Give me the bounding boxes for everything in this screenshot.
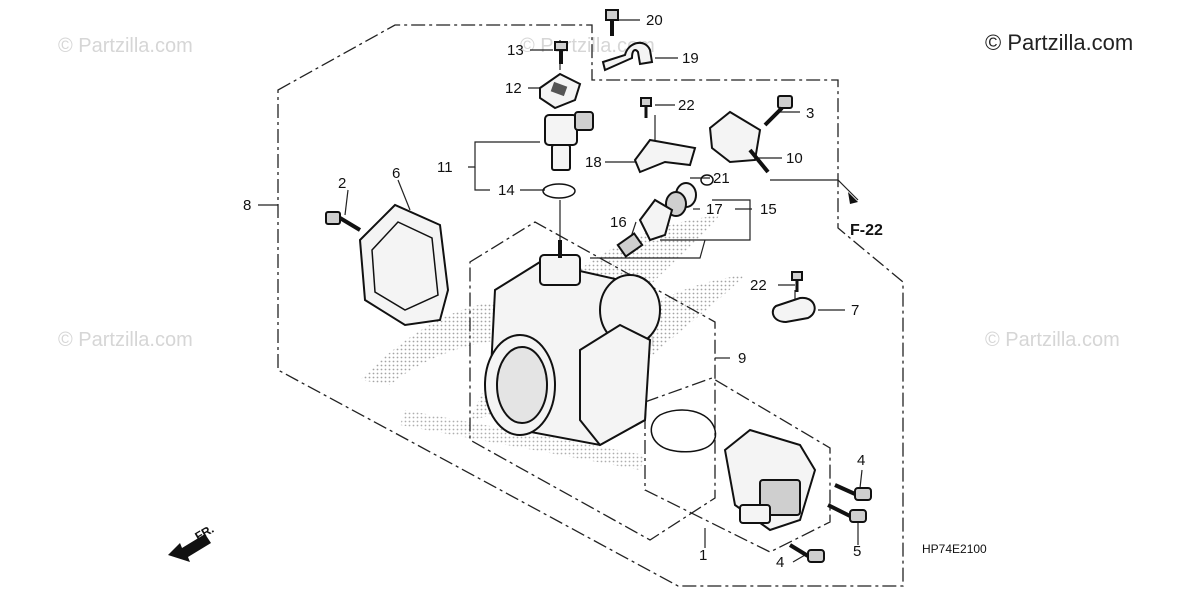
callout-18: 18 [585,154,602,171]
throttle-body [484,240,661,447]
callout-14: 14 [498,182,515,199]
callout-15: 15 [760,201,777,218]
reference-arrow-icon [848,192,858,204]
bolt-5 [827,503,867,523]
callout-2: 2 [338,175,346,192]
injector-16 [616,198,674,258]
bolt-3 [763,95,793,127]
plate-7 [771,296,816,324]
clamp-19 [601,41,654,72]
watermark-main: © Partzilla.com [985,30,1133,55]
callout-21: 21 [713,170,730,187]
reference-label: F-22 [850,222,883,239]
watermark-mid-right: © Partzilla.com [985,329,1120,351]
bracket-18 [633,138,697,174]
leader-lines [258,19,863,563]
callout-10: 10 [786,150,803,167]
bolt-4-top [834,483,872,501]
callout-1: 1 [699,547,707,564]
bolt-4-bottom [788,543,825,563]
callout-19: 19 [682,50,699,67]
bolt-22-top [640,97,652,118]
callout-20: 20 [646,12,663,29]
bolt-22-right [791,271,803,292]
callout-22-top: 22 [678,97,695,114]
callout-13: 13 [507,42,524,59]
callout-12: 12 [505,80,522,97]
watermark-top-center: © Partzilla.com [520,35,655,57]
callout-4-top: 4 [857,452,865,469]
o-ring-14 [542,183,576,199]
bolt-20 [605,9,619,36]
sub-outline-1 [644,377,831,553]
throttle-position-sensor [723,428,817,532]
diagram-code: HP74E2100 [922,542,987,556]
sensor-10 [708,110,770,174]
callout-5: 5 [853,543,861,560]
bolt-2 [325,211,362,232]
callout-4-bottom: 4 [776,554,784,571]
callout-22-right: 22 [750,277,767,294]
watermark-mid-left: © Partzilla.com [58,329,193,351]
bolt-13 [554,41,568,64]
callout-numbers: 1 2 3 4 4 5 6 7 8 9 10 11 12 13 14 15 16… [243,12,865,571]
gasket [650,409,717,453]
watermark-top-left: © Partzilla.com [58,35,193,57]
sensor-11 [544,111,594,171]
callout-17: 17 [706,201,723,218]
callout-11: 11 [437,159,453,176]
callout-8: 8 [243,197,251,214]
seal-21 [700,174,714,186]
sub-outline-9 [469,221,716,541]
callout-6: 6 [392,165,400,182]
callout-3: 3 [806,105,814,122]
callout-7: 7 [851,302,859,319]
callout-9: 9 [738,350,746,367]
front-direction-arrow: FR. [168,522,216,562]
callout-16: 16 [610,214,627,231]
